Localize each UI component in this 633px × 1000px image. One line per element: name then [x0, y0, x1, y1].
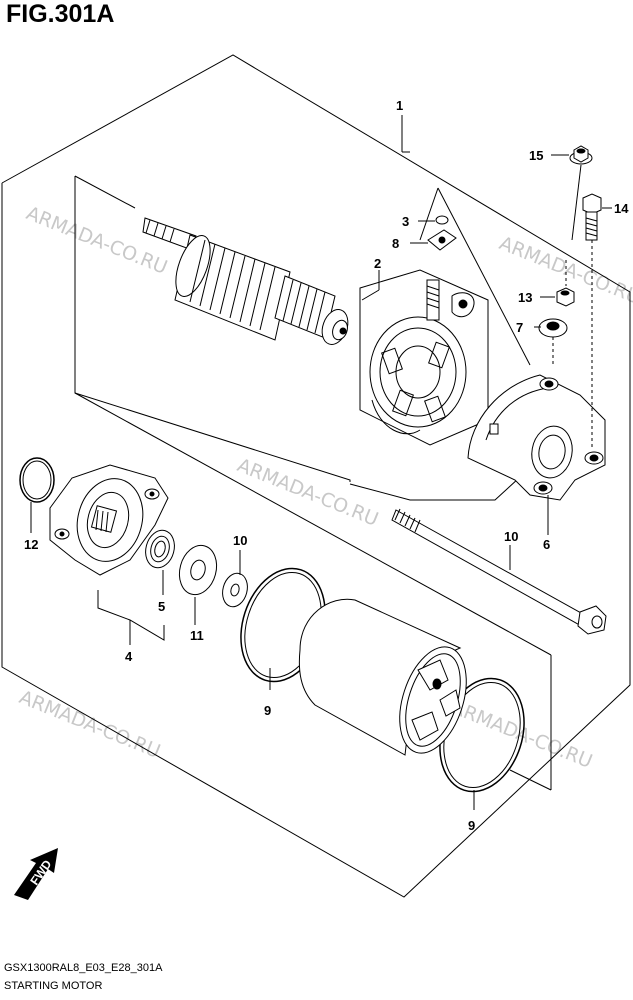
callout-1: 1: [396, 98, 410, 153]
callout-label: 9: [468, 818, 475, 833]
washer-large: 11: [178, 544, 218, 643]
callout-label: 14: [614, 201, 629, 216]
watermark: ARMADA-CO.RU: [16, 686, 163, 763]
callout-label: 6: [543, 537, 550, 552]
callout-label: 5: [158, 599, 165, 614]
armature: [142, 217, 349, 345]
diagram-name: STARTING MOTOR: [4, 980, 103, 992]
callout-2: 2: [361, 256, 381, 301]
watermark: ARMADA-CO.RU: [23, 202, 170, 279]
rear-cover: [467, 374, 606, 501]
o-ring-small: 3: [402, 214, 449, 229]
fwd-arrow-icon: FWD: [14, 848, 58, 900]
yoke-housing: [298, 598, 467, 756]
callout-4: 4: [97, 590, 165, 664]
callout-label: 10: [233, 533, 247, 548]
bolt: 14: [582, 193, 629, 450]
o-ring-front: 12: [19, 457, 55, 552]
callout-6: 6: [543, 495, 550, 552]
callout-label: 7: [516, 320, 523, 335]
o-ring-large-rear: 9: [439, 677, 525, 833]
diagram-code: GSX1300RAL8_E03_E28_301A: [4, 962, 163, 974]
assembly-outline: [1, 54, 631, 898]
seal-washer: 7: [516, 318, 568, 365]
callout-label: 12: [24, 537, 38, 552]
figure-title: FIG.301A: [6, 0, 115, 28]
insulator-plate: 8: [392, 229, 457, 251]
callout-label: 3: [402, 214, 409, 229]
callout-label: 11: [190, 628, 204, 643]
brush-holder: [359, 269, 489, 446]
through-bolt: 10: [391, 508, 607, 635]
callout-label: 1: [396, 98, 403, 113]
callout-label: 10: [504, 529, 518, 544]
callout-label: 9: [264, 703, 271, 718]
callout-label: 4: [125, 649, 133, 664]
callout-label: 15: [529, 148, 543, 163]
front-housing: [49, 464, 169, 576]
flange-nut: 15: [529, 145, 593, 241]
oil-seal: 5: [145, 529, 175, 614]
nut: 13: [518, 260, 575, 307]
callout-label: 8: [392, 236, 399, 251]
washer-small: 10: [222, 533, 248, 608]
callout-label: 13: [518, 290, 532, 305]
callout-label: 2: [374, 256, 381, 271]
